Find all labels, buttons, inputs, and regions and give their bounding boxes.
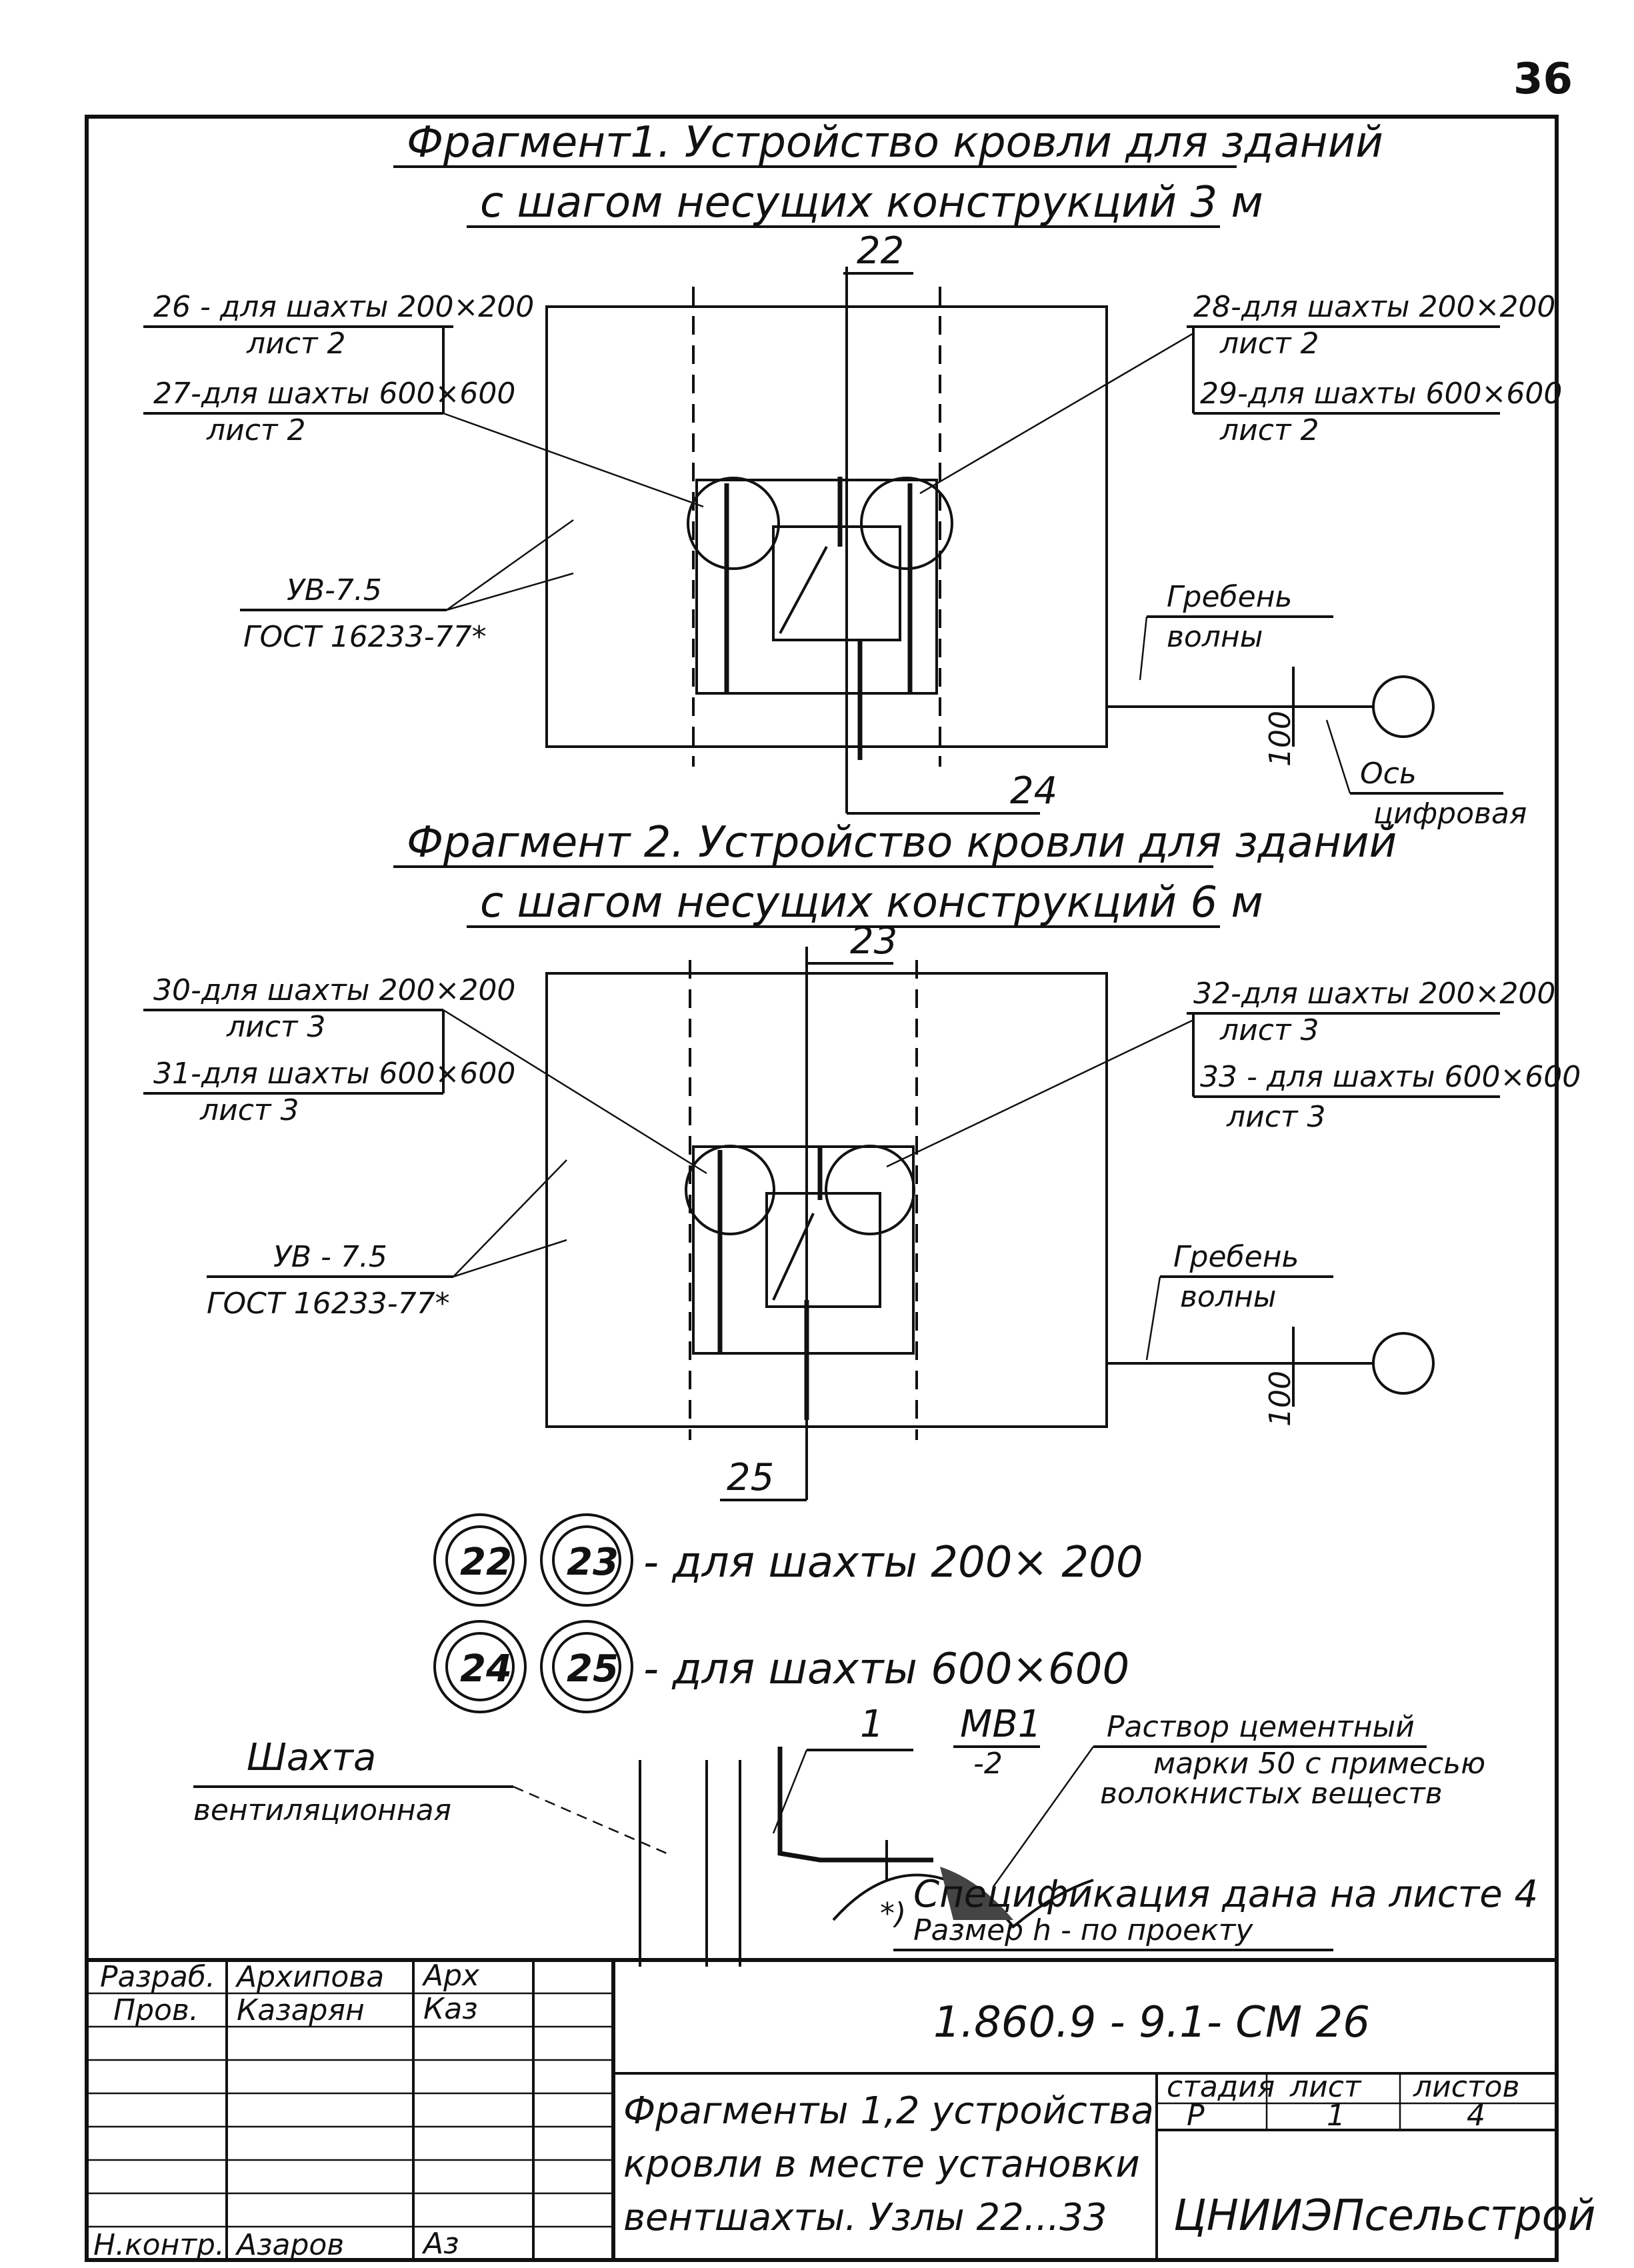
fragment-1-uv-label: УВ-7.5 [287, 573, 382, 607]
fragment-2-axis-bubble [1372, 1332, 1435, 1395]
title-block: Разраб. Архипова Арх Пров. Казарян Каз Н… [87, 1958, 1595, 2262]
shaft-detail: Шахта вентиляционная 1 МВ1 -2 Раствор це… [193, 1703, 1485, 1967]
organization-name: ЦНИИЭПсельстрой [1173, 2191, 1595, 2241]
fragment-2-left-label-2: 31-для шахты 600×600 [153, 1057, 515, 1091]
note-dimension-h: Размер h - по проекту [913, 1913, 1253, 1947]
fragment-2-left-label-0: 30-для шахты 200×200 [153, 973, 515, 1007]
drawing-title-line3: вентшахты. Узлы 22...33 [623, 2196, 1107, 2239]
stage-label: стадия [1167, 2070, 1275, 2104]
fragment-2-crest-line1: Гребень [1173, 1240, 1299, 1274]
fragment-1-crest-line2: волны [1167, 620, 1263, 654]
legend-node-25: 25 [567, 1647, 619, 1691]
fragment-1-axis-line2: цифровая [1373, 797, 1527, 831]
fragment-2-dim-100: 100 [1263, 1371, 1297, 1427]
role-checker: Пров. [113, 1993, 199, 2027]
roof-sheeting-1 [545, 305, 1108, 748]
fragment-1-axis-line1: Ось [1360, 757, 1417, 791]
node-legend: 22 23 - для шахты 200× 200 24 25 - для ш… [433, 1513, 1143, 1713]
fragment-1-node-bottom: 24 [1010, 769, 1057, 813]
role-norm-control: Н.контр. [93, 2228, 225, 2262]
name-checker: Казарян [237, 1993, 365, 2027]
fragment-2-left-label-3: лист 3 [199, 1093, 299, 1127]
fragment-1-node-top: 22 [857, 229, 904, 273]
signature-norm-control: Аз [421, 2227, 459, 2261]
fragment-1-right-label-1: лист 2 [1219, 327, 1319, 361]
fragment-2-crest-line2: волны [1180, 1280, 1276, 1314]
fragment-2-node-bottom: 25 [727, 1456, 774, 1499]
fragment-1-left-callout: 26 - для шахты 200×200 лист 2 27-для шах… [143, 290, 704, 508]
fragment-1-dim-100: 100 [1263, 711, 1297, 767]
fragment-1-gost-label: ГОСТ 16233-77* [243, 620, 487, 654]
fragment-1-right-label-3: лист 2 [1219, 413, 1319, 447]
sheets-label: листов [1413, 2070, 1519, 2104]
fragment-2-right-label-3: лист 3 [1226, 1100, 1326, 1134]
fragment-2-right-label-1: лист 3 [1219, 1013, 1319, 1047]
fragment-2-uv-label: УВ - 7.5 [273, 1240, 387, 1274]
role-developer: Разраб. [100, 1960, 215, 1994]
detail-shaft-line1: Шахта [247, 1736, 376, 1779]
fragment-1-left-label-2: 27-для шахты 600×600 [153, 377, 515, 411]
name-norm-control: Азаров [235, 2228, 344, 2262]
fragment-1: Фрагмент1. Устройство кровли для зданий … [143, 118, 1562, 831]
notes: *) Спецификация дана на листе 4 Размер h… [880, 1873, 1538, 1951]
detail-mortar-line2: марки 50 с примесью [1153, 1747, 1485, 1781]
fragment-2: Фрагмент 2. Устройство кровли для зданий… [143, 818, 1581, 1501]
legend-text-200: - для шахты 200× 200 [643, 1538, 1143, 1587]
sheet-label: лист [1289, 2070, 1362, 2104]
signature-checker: Каз [423, 1992, 478, 2026]
fragment-2-node-top: 23 [850, 919, 897, 963]
note-specification: Спецификация дана на листе 4 [913, 1873, 1538, 1916]
fragment-1-title-line1: Фрагмент1. Устройство кровли для зданий [407, 118, 1383, 167]
legend-node-22: 22 [460, 1541, 512, 1584]
fragment-1-left-label-0: 26 - для шахты 200×200 [153, 290, 534, 324]
detail-shaft-line2: вентиляционная [193, 1793, 451, 1827]
fragment-1-axis-bubble [1372, 675, 1435, 738]
fragment-2-right-label-2: 33 - для шахты 600×600 [1200, 1060, 1581, 1094]
notes-star: *) [880, 1897, 906, 1931]
drawing-frame [85, 115, 1559, 2262]
fragment-1-right-callout: 28-для шахты 200×200 лист 2 29-для шахты… [919, 290, 1562, 495]
roof-sheeting-2 [545, 972, 1108, 1428]
fragment-1-left-label-1: лист 2 [246, 327, 346, 361]
sheet-value: 1 [1327, 2099, 1345, 2133]
fragment-1-crest-line1: Гребень [1167, 580, 1292, 614]
legend-node-24: 24 [460, 1647, 512, 1691]
fragment-1-left-label-3: лист 2 [206, 413, 306, 447]
sheet-number: 36 [1513, 55, 1573, 104]
drawing-title-line2: кровли в месте установки [623, 2143, 1140, 2186]
fragment-2-right-label-0: 32-для шахты 200×200 [1193, 977, 1555, 1011]
fragment-1-title-line2: с шагом несущих конструкций 3 м [480, 178, 1263, 227]
fragment-2-right-callout: 32-для шахты 200×200 лист 3 33 - для шах… [886, 977, 1581, 1168]
detail-mortar-line1: Раствор цементный [1107, 1710, 1415, 1744]
detail-mortar-line3: волокнистых веществ [1100, 1777, 1443, 1811]
legend-node-23: 23 [567, 1541, 619, 1584]
fragment-2-gost-label: ГОСТ 16233-77* [207, 1287, 450, 1321]
fragment-2-title-line1: Фрагмент 2. Устройство кровли для зданий [407, 818, 1397, 867]
document-code: 1.860.9 - 9.1- СМ 26 [933, 1998, 1370, 2047]
detail-mark-den: -2 [973, 1747, 1003, 1781]
fragment-1-right-label-2: 29-для шахты 600×600 [1200, 377, 1562, 411]
drawing-title-line1: Фрагменты 1,2 устройства [623, 2089, 1154, 2133]
sheets-value: 4 [1467, 2099, 1485, 2133]
stage-value: Р [1187, 2099, 1205, 2133]
fragment-2-left-label-1: лист 3 [226, 1010, 326, 1044]
detail-position-1: 1 [860, 1703, 884, 1746]
fragment-2-title-line2: с шагом несущих конструкций 6 м [480, 878, 1263, 927]
fragment-1-right-label-0: 28-для шахты 200×200 [1193, 290, 1555, 324]
fragment-2-left-callout: 30-для шахты 200×200 лист 3 31-для шахты… [143, 973, 707, 1175]
signature-developer: Арх [421, 1959, 480, 1993]
name-developer: Архипова [235, 1960, 384, 1994]
detail-mark-num: МВ1 [960, 1703, 1041, 1746]
legend-text-600: - для шахты 600×600 [643, 1645, 1129, 1694]
